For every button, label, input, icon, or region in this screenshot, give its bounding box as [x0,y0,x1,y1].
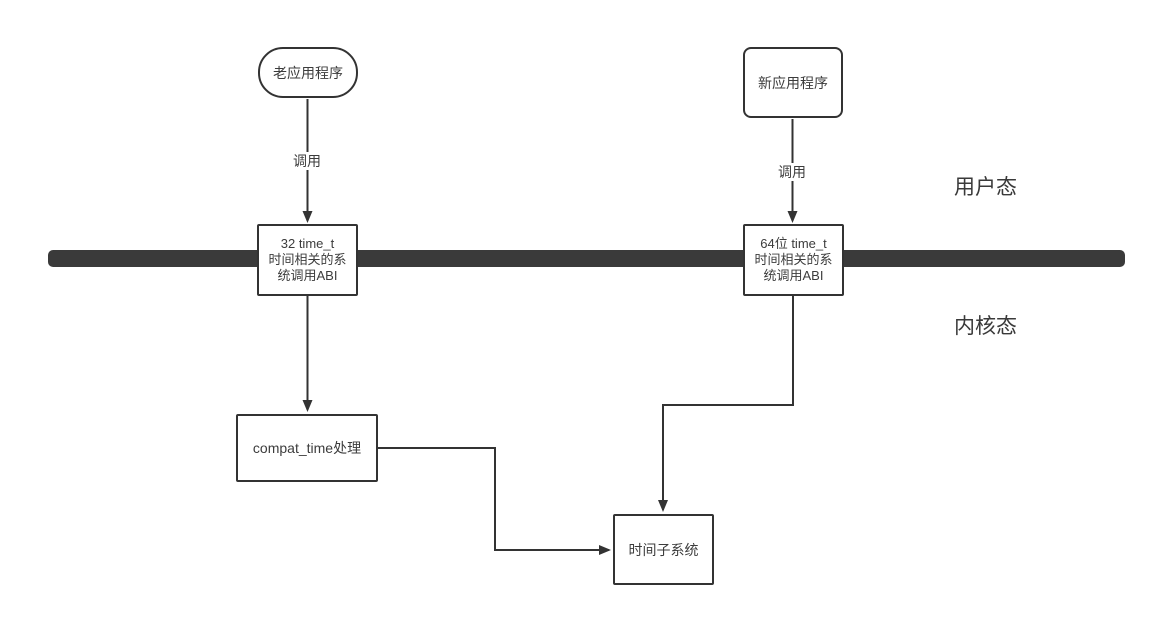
node-abi64-line2: 时间相关的系 [754,252,833,267]
node-compat-time: compat_time处理 [236,414,378,482]
node-time-subsystem-label: 时间子系统 [628,541,699,558]
edge-label-old-call: 调用 [290,152,324,170]
node-compat-time-label: compat_time处理 [252,440,362,456]
edge-label-new-call: 调用 [775,163,809,181]
node-old-app-label: 老应用程序 [273,64,343,81]
node-abi32-line1: 32 time_t [280,236,335,251]
node-old-app: 老应用程序 [258,47,358,98]
zone-label-user-mode: 用户态 [954,176,1017,199]
node-new-app: 新应用程序 [743,47,843,118]
node-abi32: 32 time_t 时间相关的系 统调用ABI [257,224,358,296]
node-time-subsystem: 时间子系统 [613,514,714,585]
node-new-app-label: 新应用程序 [758,74,828,91]
node-abi64: 64位 time_t 时间相关的系 统调用ABI [743,224,844,296]
node-abi32-line2: 时间相关的系 [268,252,347,267]
node-abi64-line3: 统调用ABI [763,268,824,283]
node-abi32-line3: 统调用ABI [277,268,338,283]
edge-abi64-to-time-subsystem [658,295,794,512]
user-kernel-boundary-bar [48,250,1125,267]
node-abi64-line1: 64位 time_t [760,236,827,251]
edge-compat-to-time-subsystem [378,447,611,555]
zone-label-kernel-mode: 内核态 [954,315,1017,338]
